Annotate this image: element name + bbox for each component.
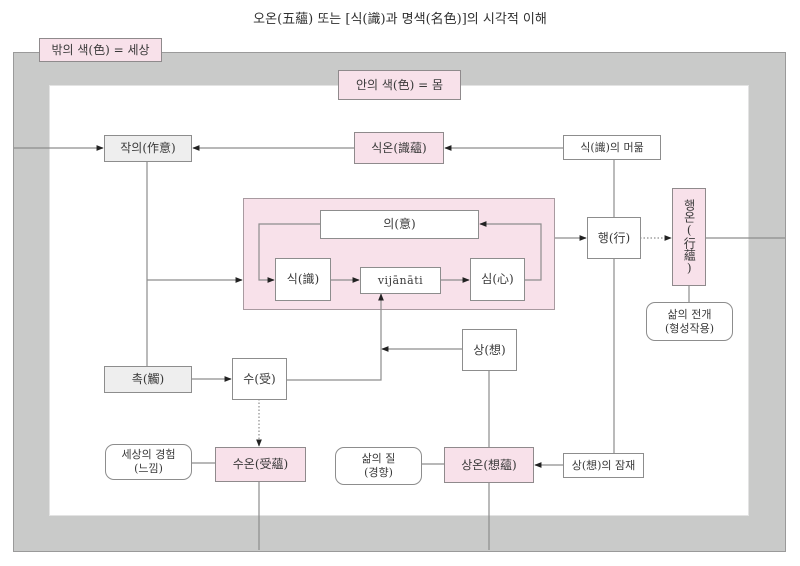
node-sang: 상(想) <box>462 329 517 371</box>
node-vijanati: vijānāti <box>360 267 441 294</box>
node-sim-label: 심(心) <box>481 272 514 287</box>
node-haeng-label: 행(行) <box>597 230 631 245</box>
node-sik-meomum-label: 식(識)의 머묾 <box>580 140 644 154</box>
node-jakui-label: 작의(作意) <box>120 141 176 156</box>
node-life-quality-line2: (경향) <box>364 466 393 479</box>
node-life-quality: 삶의 질 (경향) <box>335 447 422 485</box>
node-su-label: 수(受) <box>243 371 276 386</box>
node-sang-label: 상(想) <box>473 342 506 357</box>
node-ui-label: 의(意) <box>383 217 416 232</box>
node-sik-meomum: 식(識)의 머묾 <box>563 135 661 160</box>
node-haengon-label: 행온(行蘊) <box>682 199 697 275</box>
node-sikon: 식온(識蘊) <box>354 132 444 164</box>
node-world-experience-line1: 세상의 경험 <box>121 448 176 462</box>
diagram-title: 오온(五蘊) 또는 [식(識)과 명색(名色)]의 시각적 이해 <box>253 12 547 27</box>
outer-region-label: 밖의 색(色) = 세상 <box>39 38 162 62</box>
node-life-unfolding-line2: (형성작용) <box>664 321 715 335</box>
inner-region-label: 안의 색(色) = 몸 <box>338 70 461 100</box>
node-sang-latent-label: 상(想)의 잠재 <box>571 458 636 472</box>
node-sik: 식(識) <box>275 258 331 301</box>
node-chok: 촉(觸) <box>104 366 192 393</box>
node-haengon: 행온(行蘊) <box>672 188 706 286</box>
node-suon-label: 수온(受蘊) <box>232 457 289 472</box>
node-life-unfolding: 삶의 전개 (형성작용) <box>646 302 733 341</box>
node-sang-latent: 상(想)의 잠재 <box>563 453 644 478</box>
node-ui: 의(意) <box>320 210 479 239</box>
node-world-experience-line2: (느낌) <box>134 462 163 475</box>
node-world-experience: 세상의 경험 (느낌) <box>105 444 192 480</box>
node-chok-label: 촉(觸) <box>131 372 165 387</box>
node-su: 수(受) <box>232 358 287 400</box>
node-haeng: 행(行) <box>587 217 641 259</box>
node-sim: 심(心) <box>470 258 525 301</box>
node-vijanati-label: vijānāti <box>377 273 424 287</box>
node-life-unfolding-line1: 삶의 전개 <box>667 307 712 321</box>
node-sik-label: 식(識) <box>286 272 320 287</box>
node-sangon-label: 상온(想蘊) <box>461 457 517 472</box>
node-jakui: 작의(作意) <box>104 135 192 162</box>
node-life-quality-line1: 삶의 질 <box>361 452 396 466</box>
inner-region-label-text: 안의 색(色) = 몸 <box>355 77 444 92</box>
node-sangon: 상온(想蘊) <box>444 447 534 483</box>
outer-region-label-text: 밖의 색(色) = 세상 <box>51 42 150 57</box>
node-sikon-label: 식온(識蘊) <box>371 140 427 155</box>
node-suon: 수온(受蘊) <box>215 447 306 482</box>
